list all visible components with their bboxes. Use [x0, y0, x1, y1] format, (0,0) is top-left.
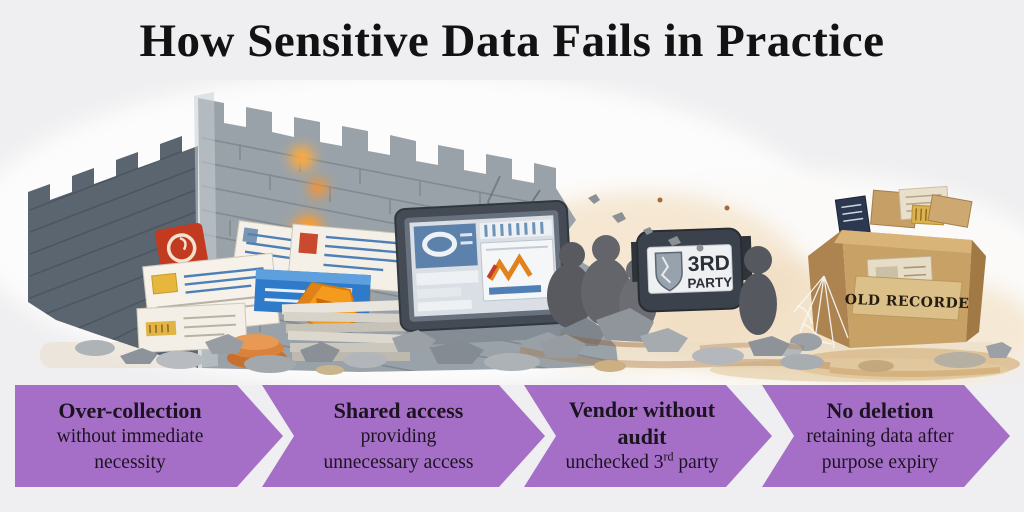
third-party-sign: 3RD PARTY — [630, 227, 753, 313]
step-arrow-no-deletion: No deletion retaining data after purpose… — [762, 385, 1010, 487]
step-title: Shared access — [333, 397, 464, 423]
broken-shield-icon — [654, 251, 683, 292]
step-title: Vendor without audit — [568, 397, 716, 449]
third-party-line2: PARTY — [687, 275, 732, 292]
page-title: How Sensitive Data Fails in Practice — [139, 15, 885, 67]
box-label-plate — [851, 275, 963, 321]
step-subtitle: unchecked 3rd party — [565, 449, 719, 473]
old-records-label: OLD RECORDE — [844, 292, 969, 312]
step-title: No deletion — [826, 397, 934, 423]
step-arrow-overcollection: Over-collection without immediate necess… — [15, 385, 283, 487]
person-silhouette — [739, 246, 777, 335]
documents-pile — [136, 220, 431, 369]
people-silhouettes — [547, 235, 657, 332]
process-steps: Over-collection without immediate necess… — [0, 385, 1024, 487]
step-subtitle: without immediate necessity — [56, 425, 204, 473]
rubble — [75, 308, 1012, 377]
dashboard-monitor — [394, 200, 588, 347]
flying-debris — [588, 194, 730, 252]
step-subtitle: retaining data after purpose expiry — [806, 425, 954, 473]
panel-list — [416, 270, 479, 286]
third-party-line1: 3RD — [687, 252, 730, 276]
illustration: 3RD PARTY — [0, 70, 1024, 410]
step-arrow-shared-access: Shared access providing unnecessary acce… — [262, 385, 545, 487]
step-subtitle: providing unnecessary access — [323, 425, 474, 473]
step-arrow-vendor-audit: Vendor without audit unchecked 3rd party — [524, 385, 772, 487]
step-title: Over-collection — [58, 397, 202, 423]
